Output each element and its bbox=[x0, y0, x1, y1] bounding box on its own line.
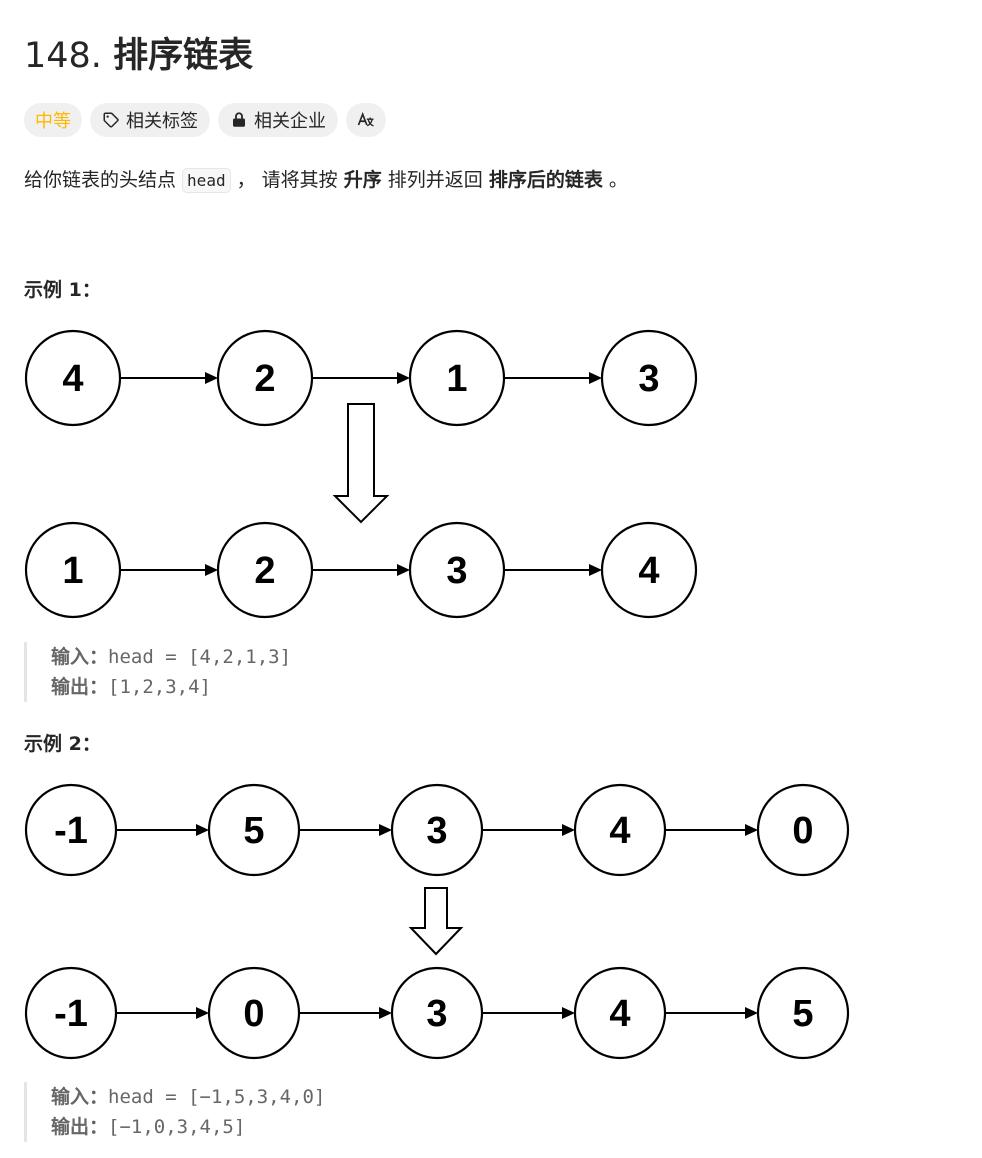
desc-bold-ascending: 升序 bbox=[343, 169, 382, 191]
example-1-before-node: 1 bbox=[408, 329, 506, 427]
node-value: 3 bbox=[446, 550, 467, 592]
input-label: 输入： bbox=[51, 646, 109, 668]
node-value: 4 bbox=[62, 358, 83, 400]
example-2-after-node: 5 bbox=[756, 966, 850, 1060]
output-label: 输出： bbox=[51, 1116, 109, 1138]
input-value: head = [4,2,1,3] bbox=[108, 646, 292, 668]
example-2-after-node: 0 bbox=[207, 966, 301, 1060]
inline-code-head: head bbox=[182, 168, 231, 193]
related-topics-label: 相关标签 bbox=[126, 111, 198, 132]
tag-bar: 中等 相关标签 相关企业 bbox=[24, 103, 386, 137]
sort-arrow-icon bbox=[408, 887, 464, 956]
problem-title: 148. 排序链表 bbox=[24, 34, 253, 78]
example-2-title: 示例 2： bbox=[24, 733, 101, 755]
lock-icon bbox=[233, 112, 245, 127]
input-label: 输入： bbox=[51, 1086, 109, 1108]
example-2-before-node: 3 bbox=[390, 783, 484, 877]
next-arrow bbox=[299, 824, 392, 836]
node-value: 3 bbox=[638, 358, 659, 400]
example-1-title: 示例 1： bbox=[24, 279, 101, 301]
related-companies-button[interactable]: 相关企业 bbox=[218, 103, 338, 137]
node-value: 4 bbox=[638, 550, 659, 592]
example-2-before-node: 5 bbox=[207, 783, 301, 877]
input-value: head = [−1,5,3,4,0] bbox=[108, 1086, 326, 1108]
next-arrow bbox=[312, 564, 410, 576]
next-arrow bbox=[482, 824, 575, 836]
problem-name: 排序链表 bbox=[113, 36, 254, 76]
next-arrow bbox=[120, 564, 218, 576]
node-circle bbox=[756, 783, 850, 877]
related-companies-label: 相关企业 bbox=[254, 111, 326, 132]
example-2-before-node: -1 bbox=[24, 783, 118, 877]
node-value: 3 bbox=[426, 810, 447, 852]
tag-icon bbox=[103, 112, 119, 128]
example-1-after-node: 4 bbox=[600, 521, 698, 619]
example-2-io: 输入：head = [−1,5,3,4,0] 输出：[−1,0,3,4,5] bbox=[24, 1082, 325, 1142]
desc-text-4: 。 bbox=[602, 169, 628, 191]
node-circle bbox=[600, 329, 698, 427]
desc-text-1: 给你链表的头结点 bbox=[24, 169, 183, 191]
example-1-io: 输入：head = [4,2,1,3] 输出：[1,2,3,4] bbox=[24, 642, 291, 702]
example-2-after-node: -1 bbox=[24, 966, 118, 1060]
sort-arrow-icon bbox=[332, 403, 390, 524]
translate-button[interactable] bbox=[346, 103, 386, 137]
desc-text-3: 排列并返回 bbox=[381, 169, 489, 191]
next-arrow bbox=[665, 1007, 758, 1019]
node-value: 0 bbox=[792, 810, 813, 852]
next-arrow bbox=[120, 372, 218, 384]
node-value: 4 bbox=[609, 993, 630, 1035]
problem-description: 给你链表的头结点 head ， 请将其按 升序 排列并返回 排序后的链表 。 bbox=[24, 164, 628, 197]
example-1-diagram: 4 2 1 3 1 2 3 4 bbox=[24, 329, 698, 619]
next-arrow bbox=[116, 824, 209, 836]
node-circle bbox=[600, 521, 698, 619]
node-value: -1 bbox=[54, 993, 88, 1035]
next-arrow bbox=[665, 824, 758, 836]
next-arrow bbox=[504, 372, 602, 384]
output-value: [−1,0,3,4,5] bbox=[108, 1116, 246, 1138]
node-value: 1 bbox=[62, 550, 83, 592]
example-1-before-node: 3 bbox=[600, 329, 698, 427]
desc-bold-sorted-list: 排序后的链表 bbox=[488, 169, 603, 191]
node-value: 2 bbox=[254, 550, 275, 592]
example-2-before-node: 4 bbox=[573, 783, 667, 877]
example-1-after-node: 3 bbox=[408, 521, 506, 619]
example-2-after-node: 4 bbox=[573, 966, 667, 1060]
node-circle bbox=[756, 966, 850, 1060]
node-value: 5 bbox=[792, 993, 813, 1035]
node-value: 1 bbox=[446, 358, 467, 400]
example-1-before-node: 4 bbox=[24, 329, 122, 427]
next-arrow bbox=[299, 1007, 392, 1019]
example-2-after-node: 3 bbox=[390, 966, 484, 1060]
example-2-before-node: 0 bbox=[756, 783, 850, 877]
translate-icon bbox=[357, 111, 374, 127]
next-arrow bbox=[312, 372, 410, 384]
node-value: -1 bbox=[54, 810, 88, 852]
node-value: 3 bbox=[426, 993, 447, 1035]
example-1-after-node: 1 bbox=[24, 521, 122, 619]
desc-text-2: ， 请将其按 bbox=[230, 169, 344, 191]
node-value: 4 bbox=[609, 810, 630, 852]
example-2-diagram: -1 5 3 4 0 -1 0 3 4 5 bbox=[24, 783, 850, 1060]
related-topics-button[interactable]: 相关标签 bbox=[90, 103, 210, 137]
output-value: [1,2,3,4] bbox=[108, 676, 211, 698]
node-value: 2 bbox=[254, 358, 275, 400]
node-value: 0 bbox=[243, 993, 264, 1035]
next-arrow bbox=[116, 1007, 209, 1019]
node-value: 5 bbox=[243, 810, 264, 852]
next-arrow bbox=[482, 1007, 575, 1019]
next-arrow bbox=[504, 564, 602, 576]
example-1-before-node: 2 bbox=[216, 329, 314, 427]
problem-number: 148. bbox=[24, 36, 102, 76]
example-1-after-node: 2 bbox=[216, 521, 314, 619]
output-label: 输出： bbox=[51, 676, 109, 698]
difficulty-badge[interactable]: 中等 bbox=[24, 103, 82, 137]
